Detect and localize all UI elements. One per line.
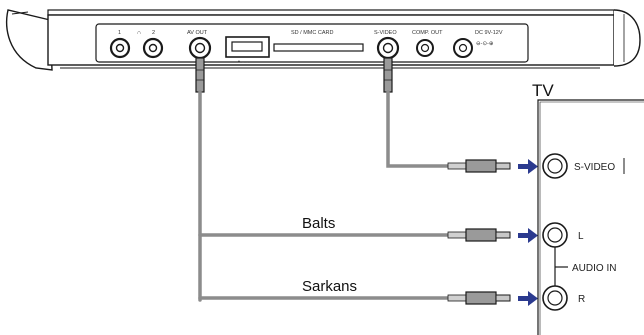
tv-panel: TV S-VIDEO L AUDIO IN R [532, 81, 644, 335]
headphone-icon: ∩ [137, 30, 141, 36]
s-video-cable-plug [383, 57, 393, 93]
tv-audio-left-jack[interactable] [542, 222, 568, 248]
arrow-left-audio-icon [518, 228, 538, 243]
headphone-2-label: 2 [152, 30, 155, 36]
tv-title: TV [532, 81, 554, 100]
s-video-out-jack[interactable] [376, 36, 400, 60]
av-out-label: AV OUT [187, 30, 208, 36]
s-video-out-label: S-VIDEO [374, 30, 397, 36]
dc-in-label: DC 9V-12V [475, 30, 503, 36]
tv-s-video-jack[interactable] [542, 153, 568, 179]
dc-in-jack[interactable] [453, 38, 473, 58]
card-slot-label: SD / MMC CARD [291, 30, 334, 36]
headphone-jack-1[interactable] [109, 37, 131, 59]
tv-outline-inner [539, 101, 644, 335]
comp-out-jack[interactable] [416, 39, 434, 57]
tv-left-label: L [578, 231, 584, 242]
player-seam [11, 11, 29, 15]
red-cable-label: Sarkans [302, 278, 357, 295]
tv-audio-right-jack[interactable] [542, 285, 568, 311]
av-out-jack[interactable] [188, 36, 212, 60]
s-video-cable [386, 90, 472, 168]
headphone-jack-2[interactable] [142, 37, 164, 59]
player-top-edge [47, 9, 615, 16]
tv-right-label: R [578, 294, 585, 305]
arrow-s-video-icon [518, 159, 538, 174]
red-end-plug [447, 291, 511, 305]
headphone-1-label: 1 [118, 30, 121, 36]
player-left-edge [5, 9, 53, 71]
av-cable-plug [195, 57, 205, 93]
s-video-end-plug [447, 159, 511, 173]
usb-port[interactable] [225, 36, 270, 58]
tv-outline [537, 99, 644, 335]
white-cable-label: Balts [302, 215, 335, 232]
dc-polarity-icon: ⊖-⊙-⊕ [476, 41, 494, 47]
player-right-edge [613, 9, 641, 67]
card-slot[interactable] [273, 43, 364, 52]
tv-audio-in-label: AUDIO IN [572, 263, 616, 274]
white-end-plug [447, 228, 511, 242]
tv-s-video-label: S-VIDEO [574, 162, 615, 173]
comp-out-label: COMP. OUT [412, 30, 443, 36]
arrow-right-audio-icon [518, 291, 538, 306]
cables [195, 57, 472, 302]
usb-icon: •←→ [238, 59, 251, 65]
dvd-player: 1 ∩ 2 AV OUT •←→ SD / MMC CARD S-VIDEO [5, 9, 641, 71]
